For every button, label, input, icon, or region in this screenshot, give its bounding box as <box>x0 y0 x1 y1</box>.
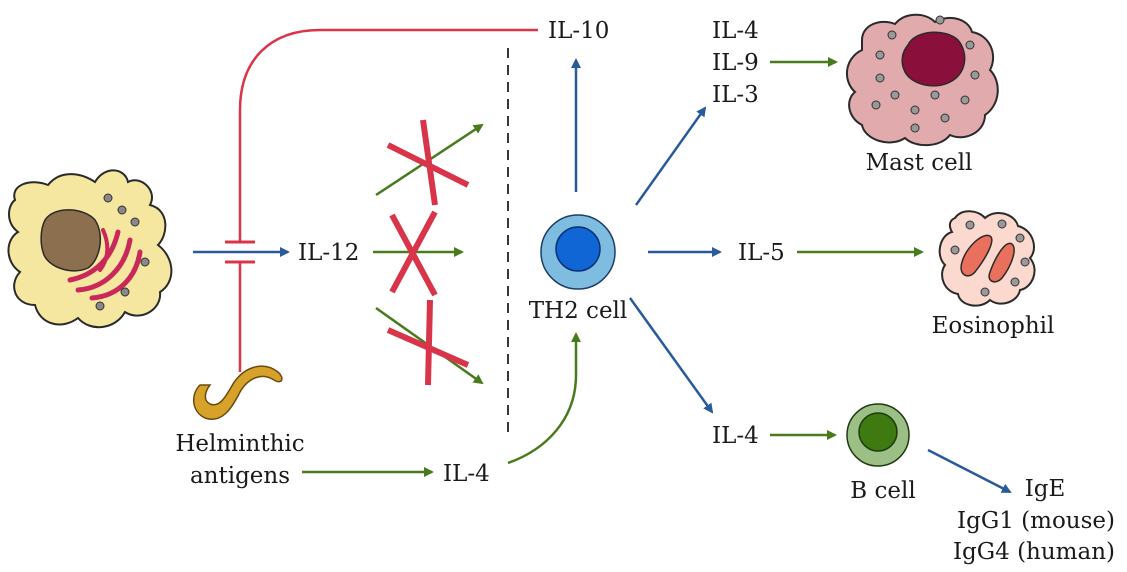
igg4-label: IgG4 (human) <box>953 539 1115 565</box>
ige-label: IgE <box>1025 476 1066 502</box>
il3-label: IL-3 <box>712 82 759 108</box>
il4-right-label: IL-4 <box>712 423 759 449</box>
il4-to-th2-arrow <box>507 332 581 465</box>
b-cell-icon <box>846 403 910 467</box>
il4-bottom-label: IL-4 <box>443 461 490 487</box>
th2-cell-icon <box>540 214 616 290</box>
helminth-worm-icon <box>193 365 283 421</box>
mast-cell-icon <box>846 13 999 147</box>
cross-mark-top <box>386 119 470 206</box>
b-cell-to-ig-arrow <box>927 448 1012 494</box>
th2-to-il4-arrow <box>628 297 714 414</box>
il12-label: IL-12 <box>298 240 359 266</box>
th2-cell-label: TH2 cell <box>529 298 628 324</box>
cross-mark-middle <box>389 210 438 297</box>
il9-label: IL-9 <box>712 50 759 76</box>
helminthic-label-line1: Helminthic <box>175 431 304 457</box>
il5-label: IL-5 <box>738 240 785 266</box>
cross-mark-bottom <box>386 299 470 386</box>
mast-cell-label: Mast cell <box>866 150 973 176</box>
th2-to-il4-9-3-arrow <box>634 106 707 206</box>
helminthic-label-line2: antigens <box>190 463 290 489</box>
eosinophil-label: Eosinophil <box>932 313 1055 339</box>
il10-label: IL-10 <box>548 18 609 44</box>
il4-top-label: IL-4 <box>712 18 759 44</box>
il10-inhibition-line-top <box>238 28 538 242</box>
b-cell-label: B cell <box>850 478 915 504</box>
igg1-label: IgG1 (mouse) <box>957 508 1115 534</box>
antigen-presenting-cell-icon <box>7 169 173 329</box>
eosinophil-icon <box>938 210 1036 307</box>
